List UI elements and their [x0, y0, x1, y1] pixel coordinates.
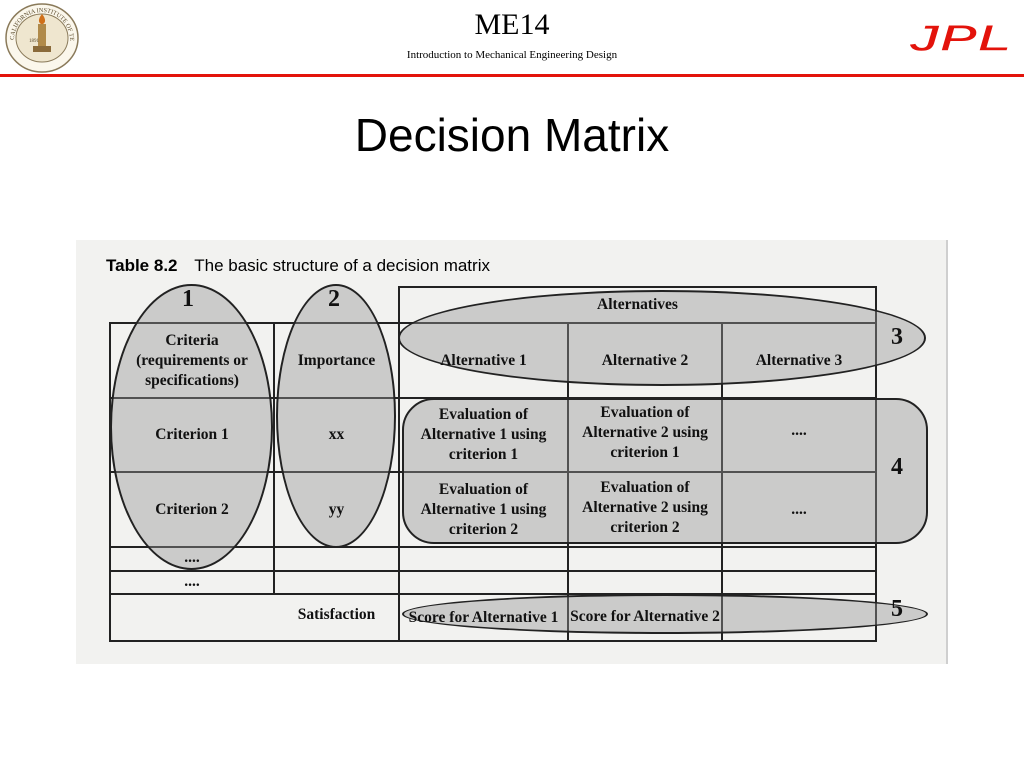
weight-1: xx — [328, 426, 345, 443]
ellipsis-a3-c1: .... — [791, 422, 807, 439]
marker-5: 5 — [891, 596, 903, 622]
header-alternative-3: Alternative 3 — [755, 351, 843, 369]
marker-1: 1 — [182, 286, 194, 312]
grid-line — [398, 286, 400, 642]
svg-text:JPL: JPL — [908, 20, 1012, 56]
highlight-oval-scores — [402, 594, 928, 634]
evaluation-a1-c2: Evaluation of Alternative 1 using criter… — [420, 480, 547, 538]
caltech-seal-icon: CALIFORNIA INSTITUTE OF TECHNOLOGY 1891 — [3, 2, 79, 73]
score-alternative-1: Score for Alternative 1 — [408, 608, 559, 626]
grid-line — [109, 322, 111, 642]
jpl-logo-icon: JPL — [907, 20, 1012, 56]
grid-line — [875, 286, 877, 642]
header-alternative-1: Alternative 1 — [440, 351, 527, 369]
criterion-1: Criterion 1 — [155, 426, 229, 443]
satisfaction-label: Satisfaction — [297, 606, 376, 623]
highlight-oval-alternatives — [398, 290, 926, 386]
grid-line — [721, 322, 723, 642]
table-caption-text: The basic structure of a decision matrix — [194, 256, 490, 275]
header-alternative-2: Alternative 2 — [601, 351, 689, 369]
evaluation-a2-c1: Evaluation of Alternative 2 using criter… — [582, 404, 708, 461]
grid-line — [109, 570, 877, 572]
header-criteria: Criteria (requirements or specifications… — [136, 331, 248, 389]
marker-2: 2 — [328, 286, 340, 312]
slide-title: Decision Matrix — [354, 109, 670, 161]
header-alternatives: Alternatives — [597, 296, 678, 313]
course-title: ME14 — [474, 8, 550, 41]
table-caption-number: Table 8.2 — [106, 256, 178, 275]
criterion-2: Criterion 2 — [155, 500, 229, 518]
ellipsis-row-3: .... — [184, 549, 200, 566]
header-divider — [0, 74, 1024, 77]
evaluation-a2-c2: Evaluation of Alternative 2 using criter… — [582, 478, 708, 536]
grid-line — [109, 471, 877, 473]
grid-line — [567, 322, 569, 642]
grid-line — [273, 322, 275, 593]
ellipsis-a3-c2: .... — [791, 500, 807, 518]
grid-line — [109, 593, 877, 595]
highlight-oval-evaluations — [402, 398, 928, 544]
grid-line — [109, 640, 877, 642]
grid-line — [109, 546, 877, 548]
marker-4: 4 — [891, 454, 903, 480]
course-subtitle: Introduction to Mechanical Engineering D… — [406, 49, 618, 61]
ellipsis-row-4: .... — [184, 573, 200, 590]
svg-text:1891: 1891 — [29, 39, 40, 44]
evaluation-a1-c1: Evaluation of Alternative 1 using criter… — [420, 406, 547, 463]
highlight-oval-importance — [276, 284, 396, 548]
figure-edge — [946, 240, 948, 664]
marker-3: 3 — [891, 324, 903, 350]
highlight-oval-criteria — [110, 284, 273, 570]
grid-line — [398, 286, 877, 288]
score-alternative-2: Score for Alternative 2 — [570, 607, 720, 625]
decision-matrix-figure: Table 8.2 The basic structure of a decis… — [76, 240, 948, 664]
slide-header: CALIFORNIA INSTITUTE OF TECHNOLOGY 1891 … — [0, 0, 1024, 78]
header-importance: Importance — [297, 351, 376, 369]
weight-2: yy — [328, 500, 345, 518]
table-caption: Table 8.2 The basic structure of a decis… — [106, 256, 490, 276]
